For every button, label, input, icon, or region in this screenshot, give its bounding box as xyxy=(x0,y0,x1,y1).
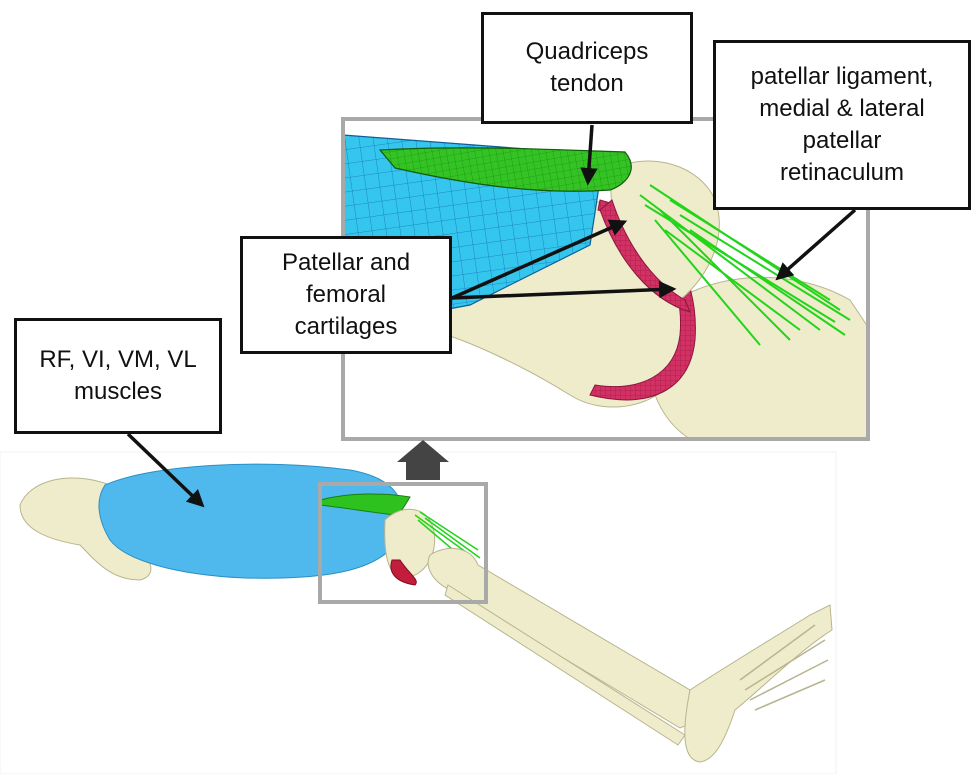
label-patellar-ligament: patellar ligament, medial & lateral pate… xyxy=(713,40,971,210)
label-cartilages: Patellar and femoral cartilages xyxy=(240,236,452,354)
label-quadriceps-tendon-text: Quadriceps tendon xyxy=(526,36,649,100)
thigh-muscles xyxy=(99,464,403,578)
label-patellar-ligament-text: patellar ligament, medial & lateral pate… xyxy=(751,61,934,189)
label-cartilages-text: Patellar and femoral cartilages xyxy=(282,247,410,343)
label-muscles: RF, VI, VM, VL muscles xyxy=(14,318,222,434)
label-quadriceps-tendon: Quadriceps tendon xyxy=(481,12,693,124)
label-muscles-text: RF, VI, VM, VL muscles xyxy=(39,344,196,408)
